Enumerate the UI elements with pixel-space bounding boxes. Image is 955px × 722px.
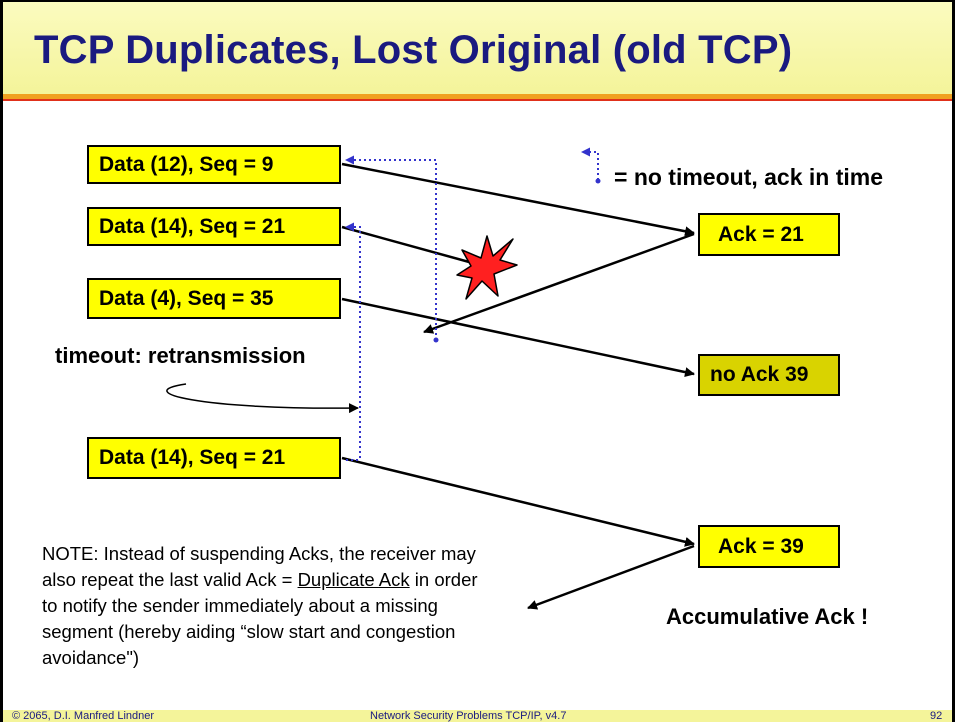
data-segment-seq9: Data (12), Seq = 9 xyxy=(87,145,341,184)
ack-box-39: Ack = 39 xyxy=(698,525,840,568)
dotted-timer-seq9 xyxy=(345,155,437,340)
data-segment-seq21: Data (14), Seq = 21 xyxy=(87,207,341,246)
slide-border-right xyxy=(952,0,955,722)
arrow-ack39-back xyxy=(527,544,695,610)
arrow-ack21-back xyxy=(423,232,695,334)
dotted-timer-seq21 xyxy=(345,222,361,458)
arrow-seq9-to-ack21 xyxy=(341,162,695,237)
arrow-seq21-lost xyxy=(341,225,481,267)
accumulative-ack-label: Accumulative Ack ! xyxy=(666,604,869,629)
dotted-arrow-legend-icon xyxy=(581,147,601,184)
note-text-before: NOTE: Instead of suspending Acks, the re… xyxy=(42,543,476,590)
dotted-timer-start-dot xyxy=(433,337,439,343)
data-segment-seq21-retransmit: Data (14), Seq = 21 xyxy=(87,437,341,479)
timeout-label: timeout: retransmission xyxy=(55,343,306,368)
title-bar: TCP Duplicates, Lost Original (old TCP) xyxy=(0,0,955,94)
note-text-after: in order to notify the sender immediatel… xyxy=(42,569,478,668)
arrow-seq35-to-noack39 xyxy=(341,297,695,378)
title-rule-orange xyxy=(0,94,955,99)
note-duplicate-ack: Duplicate Ack xyxy=(297,569,410,590)
note-paragraph: NOTE: Instead of suspending Acks, the re… xyxy=(42,541,492,671)
slide-title: TCP Duplicates, Lost Original (old TCP) xyxy=(34,28,793,72)
footer-page-number: 92 xyxy=(930,710,943,722)
footer-course: Network Security Problems TCP/IP, v4.7 xyxy=(370,710,567,722)
slide-border-top xyxy=(0,0,955,2)
arrow-retrans-to-ack39 xyxy=(341,456,695,547)
ack-box-21: Ack = 21 xyxy=(698,213,840,256)
data-segment-seq35: Data (4), Seq = 35 xyxy=(87,278,341,319)
footer-copyright: © 2065, D.I. Manfred Lindner xyxy=(12,710,155,722)
timeout-curve-arrow xyxy=(166,383,359,414)
noack-box-39: no Ack 39 xyxy=(698,354,840,396)
packet-loss-star-icon xyxy=(456,235,518,300)
footer-bar: © 2065, D.I. Manfred Lindner Network Sec… xyxy=(0,710,955,722)
legend-text: = no timeout, ack in time xyxy=(614,164,884,190)
title-rule-red xyxy=(0,99,955,101)
slide-border-left xyxy=(0,0,3,722)
